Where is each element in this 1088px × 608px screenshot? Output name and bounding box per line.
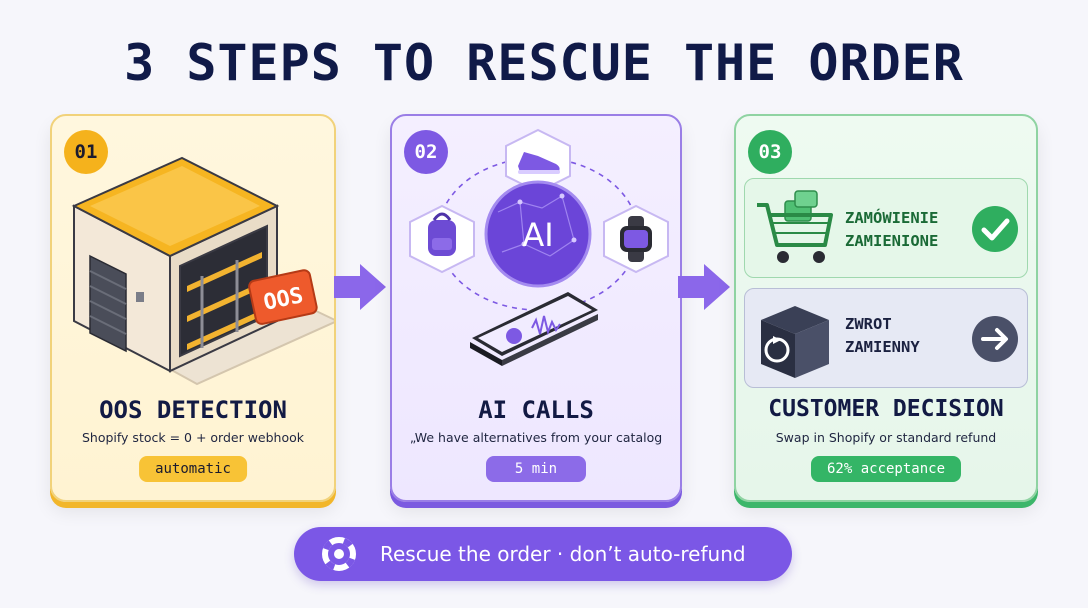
step-pill: automatic bbox=[139, 456, 247, 482]
step-card-oos-detection: 01 OOS OOS DETECTION Shopify stock = 0 +… bbox=[50, 114, 336, 502]
footer-banner: Rescue the order · don’t auto-refund bbox=[294, 527, 792, 581]
arrow-right-icon bbox=[334, 264, 386, 310]
check-circle-icon bbox=[972, 206, 1018, 252]
ai-orb-icon: AI bbox=[484, 180, 592, 288]
step-title: AI CALLS bbox=[478, 396, 594, 424]
step-number-badge: 03 bbox=[748, 130, 792, 174]
step-number-badge: 01 bbox=[64, 130, 108, 174]
option-label: ZWROT ZAMIENNY bbox=[845, 315, 920, 357]
step-title: CUSTOMER DECISION bbox=[768, 396, 1004, 422]
arrow-right-icon bbox=[678, 264, 730, 310]
return-box-icon bbox=[761, 306, 829, 378]
step-description: „We have alternatives from your catalog bbox=[409, 430, 663, 445]
footer-text: Rescue the order · don’t auto-refund bbox=[380, 542, 746, 566]
phone-call-icon bbox=[470, 292, 598, 366]
warehouse-icon: OOS bbox=[71, 156, 334, 386]
step-card-customer-decision: 03 ZAMÓWIENIE ZAMIENIONE ZWROT bbox=[734, 114, 1038, 502]
page-title: 3 STEPS TO RESCUE THE ORDER bbox=[124, 34, 964, 92]
ai-orb-text: AI bbox=[522, 216, 553, 254]
step-description: Shopify stock = 0 + order webhook bbox=[81, 430, 305, 445]
option-label: ZAMÓWIENIE ZAMIENIONE bbox=[845, 209, 939, 251]
ai-network-illustration: AI bbox=[409, 128, 669, 366]
step-pill: 5 min bbox=[486, 456, 586, 482]
option-replacement-refund: ZWROT ZAMIENNY bbox=[744, 288, 1028, 388]
backpack-icon bbox=[409, 204, 475, 274]
shopping-cart-icon bbox=[757, 190, 833, 263]
step-pill: 62% acceptance bbox=[810, 456, 962, 482]
step-description: Swap in Shopify or standard refund bbox=[775, 430, 997, 445]
smartwatch-icon bbox=[603, 204, 669, 274]
lifebuoy-icon bbox=[322, 537, 356, 571]
arrow-right-circle-icon bbox=[972, 316, 1018, 362]
step-card-ai-calls: 02 bbox=[390, 114, 682, 502]
sneaker-icon bbox=[505, 128, 571, 194]
step-number-badge: 02 bbox=[404, 130, 448, 174]
step-title: OOS DETECTION bbox=[99, 396, 287, 424]
option-order-swapped: ZAMÓWIENIE ZAMIENIONE bbox=[744, 178, 1028, 278]
